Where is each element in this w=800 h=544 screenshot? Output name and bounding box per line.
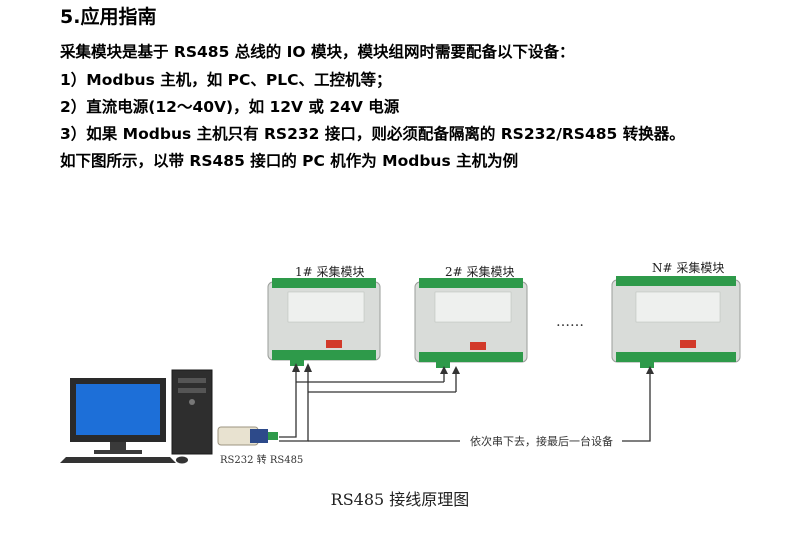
module-n-title: N# 采集模块 [652, 260, 724, 275]
module-n [611, 276, 741, 368]
rs232-rs485-converter [217, 426, 278, 446]
requirement-converter: 3）如果 Modbus 主机只有 RS232 接口，则必须配备隔离的 RS232… [60, 125, 685, 143]
requirement-power-supply: 2）直流电源(12～40V)，如 12V 或 24V 电源 [60, 98, 400, 116]
diagram-caption: RS485 接线原理图 [330, 490, 470, 509]
rs485-bus-wires [279, 368, 651, 442]
diagram-intro: 如下图所示，以带 RS485 接口的 PC 机作为 Modbus 主机为例 [60, 152, 519, 170]
module-2-title: 2# 采集模块 [445, 264, 515, 279]
section-heading: 5.应用指南 [60, 6, 157, 28]
requirement-modbus-master: 1）Modbus 主机，如 PC、PLC、工控机等； [60, 71, 392, 89]
module-1 [267, 278, 381, 366]
pc-monitor [70, 378, 166, 454]
converter-label: RS232 转 RS485 [220, 453, 303, 466]
wire-arrows [292, 363, 654, 374]
pc-tower [171, 369, 213, 455]
intro-paragraph: 采集模块是基于 RS485 总线的 IO 模块，模块组网时需要配备以下设备： [60, 43, 575, 61]
ellipsis-more-modules: …… [556, 314, 584, 330]
chain-note: 依次串下去，接最后一台设备 [470, 434, 613, 448]
keyboard [60, 456, 188, 464]
module-1-title: 1# 采集模块 [295, 264, 365, 279]
module-2 [414, 278, 528, 368]
